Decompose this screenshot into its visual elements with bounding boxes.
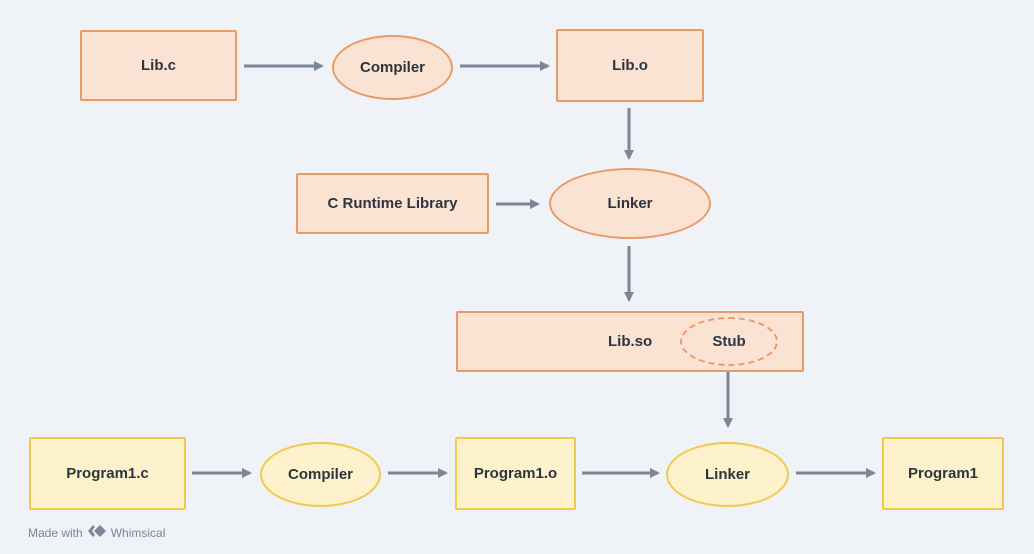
node-linker-bottom-label: Linker [704, 466, 750, 483]
node-stub-label: Stub [712, 333, 746, 350]
node-program1-o-label: Program1.o [473, 465, 558, 482]
node-compiler-top: Compiler [332, 35, 453, 100]
node-program1-c-label: Program1.c [66, 465, 149, 482]
node-linker-bottom: Linker [666, 442, 789, 507]
made-with-label: Made with [28, 525, 83, 540]
node-lib-so: Lib.so Stub [456, 311, 804, 372]
whimsical-logo-icon [87, 524, 107, 541]
node-program1-label: Program1 [907, 465, 979, 482]
node-lib-o: Lib.o [556, 29, 704, 102]
node-lib-o-label: Lib.o [612, 57, 648, 74]
node-c-runtime-library: C Runtime Library [296, 173, 489, 234]
node-compiler-bottom: Compiler [260, 442, 381, 507]
made-with-footer[interactable]: Made with Whimsical [28, 524, 165, 541]
node-lib-c-label: Lib.c [140, 57, 176, 74]
node-lib-c: Lib.c [80, 30, 237, 101]
node-lib-so-label: Lib.so [608, 333, 653, 350]
node-compiler-top-label: Compiler [359, 59, 425, 76]
node-program1-o: Program1.o [455, 437, 576, 510]
node-stub: Stub [680, 317, 778, 366]
node-compiler-bottom-label: Compiler [287, 466, 353, 483]
node-program1-c: Program1.c [29, 437, 186, 510]
node-program1: Program1 [882, 437, 1004, 510]
whimsical-brand: Whimsical [110, 525, 166, 540]
node-linker-top: Linker [549, 168, 711, 239]
node-linker-top-label: Linker [607, 195, 653, 212]
node-c-runtime-label: C Runtime Library [327, 195, 458, 212]
